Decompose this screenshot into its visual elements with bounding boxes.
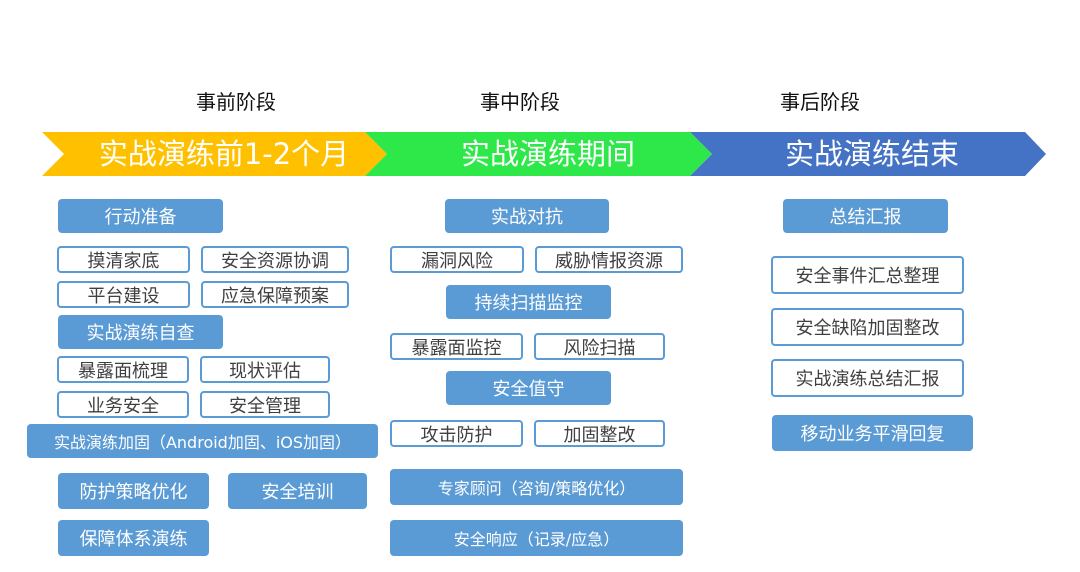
box-vuln-risk: 漏洞风险	[390, 246, 524, 273]
box-security-management: 安全管理	[200, 391, 330, 418]
box-exposure-monitor: 暴露面监控	[390, 333, 523, 360]
box-threat-intel: 威胁情报资源	[535, 246, 683, 273]
box-platform-build: 平台建设	[57, 281, 190, 308]
box-defect-rectify: 安全缺陷加固整改	[771, 308, 964, 346]
arrow-after-shape	[690, 132, 1046, 176]
box-harden-rectify: 加固整改	[534, 420, 665, 447]
box-business-recovery: 移动业务平滑回复	[772, 415, 973, 451]
stage-during-label: 事中阶段	[480, 90, 560, 114]
box-status-assessment: 现状评估	[200, 356, 330, 383]
box-prep: 行动准备	[58, 199, 223, 233]
box-risk-scan: 风险扫描	[534, 333, 665, 360]
box-security-response: 安全响应（记录/应急）	[390, 520, 683, 556]
box-summary-report: 总结汇报	[783, 199, 948, 233]
box-emergency-plan: 应急保障预案	[201, 281, 349, 308]
box-expert-advisor: 专家顾问（咨询/策略优化）	[390, 469, 683, 505]
stage-after-label: 事后阶段	[780, 90, 860, 114]
box-drill-summary: 实战演练总结汇报	[771, 359, 964, 397]
arrow-during-shape	[365, 132, 712, 176]
box-hardening: 实战演练加固（Android加固、iOS加固）	[27, 424, 378, 458]
arrow-before-text: 实战演练前1-2个月	[98, 137, 350, 171]
box-continuous-scan: 持续扫描监控	[446, 285, 611, 319]
arrow-after-text: 实战演练结束	[784, 137, 959, 171]
arrow-during-text: 实战演练期间	[460, 137, 635, 171]
box-incident-summary: 安全事件汇总整理	[771, 256, 964, 294]
box-assurance-drill: 保障体系演练	[58, 520, 209, 556]
stage-before-label: 事前阶段	[196, 90, 276, 114]
box-attack-defense: 攻击防护	[390, 420, 523, 447]
box-defense-optimization: 防护策略优化	[58, 473, 209, 509]
box-business-security: 业务安全	[57, 391, 189, 418]
box-combat: 实战对抗	[445, 199, 609, 233]
box-inventory: 摸清家底	[57, 246, 190, 273]
arrow-before-shape	[42, 132, 387, 176]
box-exposure-review: 暴露面梳理	[57, 356, 189, 383]
box-security-duty: 安全值守	[446, 371, 611, 405]
box-resource-coordination: 安全资源协调	[201, 246, 349, 273]
box-security-training: 安全培训	[228, 473, 367, 509]
box-selfcheck: 实战演练自查	[58, 315, 223, 349]
